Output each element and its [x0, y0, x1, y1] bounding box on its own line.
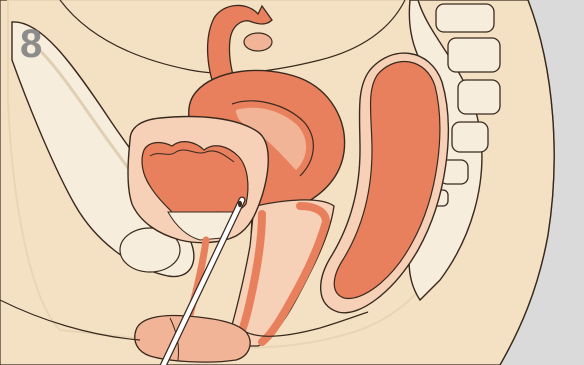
catheter-tip-eyelet	[238, 201, 242, 207]
ovary	[244, 33, 272, 51]
vertebra-2	[448, 38, 500, 72]
vertebra-3	[458, 80, 500, 114]
vertebra-4	[452, 122, 488, 152]
vertebra-1	[436, 4, 494, 32]
step-number-label: 8	[20, 24, 42, 64]
